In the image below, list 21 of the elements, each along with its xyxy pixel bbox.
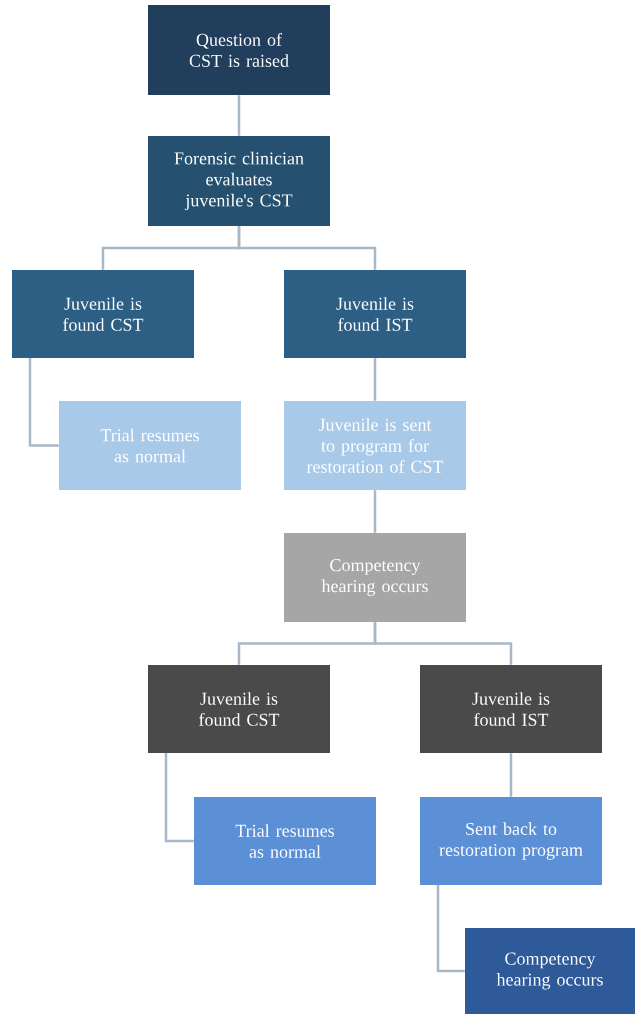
connector-line [237, 226, 377, 270]
process-box: Juvenile is found IST [284, 270, 466, 358]
process-box: Juvenile is found CST [148, 665, 330, 753]
connector-line [373, 622, 513, 665]
process-box: Forensic clinician evaluates juvenile's CST [148, 136, 330, 226]
connector-line [436, 885, 465, 973]
process-box: Trial resumes as normal [59, 401, 241, 490]
connector-line [28, 358, 59, 447]
connector-line [509, 753, 513, 797]
connector-line [373, 358, 377, 401]
process-box: Competency hearing occurs [465, 928, 635, 1014]
process-box: Sent back to restoration program [420, 797, 602, 885]
connector-line [373, 490, 377, 533]
process-box: Competency hearing occurs [284, 533, 466, 622]
process-box: Question of CST is raised [148, 5, 330, 95]
process-box: Juvenile is sent to program for restoration of CST [284, 401, 466, 490]
connector-line [237, 95, 241, 136]
process-box: Juvenile is found CST [12, 270, 194, 358]
process-box: Trial resumes as normal [194, 797, 376, 885]
connector-line [164, 753, 194, 843]
process-box: Juvenile is found IST [420, 665, 602, 753]
